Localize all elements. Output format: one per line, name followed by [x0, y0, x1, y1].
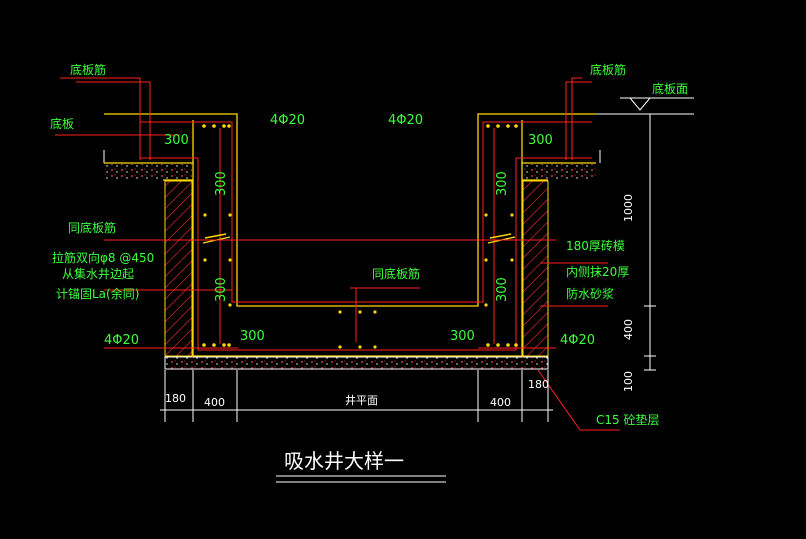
dim-1000: 1000	[622, 194, 635, 222]
dim-300-wall-left-lower: 300	[214, 277, 229, 302]
rebar-lines	[140, 121, 592, 351]
label-tie-bar-3: 计锚固La(余同)	[56, 286, 139, 301]
label-same-rebar-center: 同底板筋	[372, 266, 420, 281]
brick-wall-left	[164, 180, 193, 357]
label-rebar-left-top: 底板筋	[70, 62, 106, 77]
dim-300-wall-right-upper: 300	[495, 171, 510, 196]
label-brick-1: 180厚砖模	[566, 238, 625, 253]
label-bars-top-right: 4Φ20	[388, 113, 423, 128]
dim-180-left: 180	[165, 392, 186, 405]
drawing-title: 吸水井大样一	[284, 449, 404, 473]
label-well-bottom: 井平面	[345, 393, 378, 407]
rebar-dots	[202, 124, 518, 349]
tie-bars	[202, 233, 516, 244]
label-bars-top-left: 4Φ20	[270, 113, 305, 128]
concrete-outline	[104, 113, 596, 357]
elevation-marker	[596, 97, 694, 115]
brick-wall-right	[522, 180, 549, 357]
label-bars-bottom-left: 4Φ20	[104, 333, 139, 348]
label-rebar-right-top: 底板筋	[590, 62, 626, 77]
cushion-layer	[164, 356, 549, 370]
slab-right-fill	[523, 164, 596, 179]
dim-180-right: 180	[528, 378, 549, 391]
slab-left-fill	[105, 164, 192, 179]
dim-300-top-right: 300	[528, 133, 553, 148]
dim-300-top-left: 300	[164, 133, 189, 148]
label-brick-2: 内侧抹20厚	[566, 265, 629, 279]
label-tie-bar-1: 拉筋双向φ8 @450	[52, 250, 154, 265]
leader-lines	[55, 77, 620, 431]
label-tie-bar-2: 从集水井边起	[62, 266, 134, 281]
dim-100: 100	[622, 371, 635, 392]
dim-300-bottom-left: 300	[240, 329, 265, 344]
dimension-lines	[160, 113, 656, 422]
label-slab-left: 底板	[50, 116, 74, 131]
dim-300-bottom-right: 300	[450, 329, 475, 344]
dim-300-wall-left-upper: 300	[214, 171, 229, 196]
dim-400-left: 400	[204, 396, 225, 409]
dim-300-wall-right-lower: 300	[495, 277, 510, 302]
label-brick-3: 防水砂浆	[566, 286, 614, 301]
label-cushion: C15 砼垫层	[596, 412, 659, 427]
title-underline	[276, 475, 446, 483]
dim-400-bottom-right: 400	[490, 396, 511, 409]
label-same-rebar-left: 同底板筋	[68, 220, 116, 235]
label-slab-face: 底板面	[652, 81, 688, 96]
label-bars-bottom-right: 4Φ20	[560, 333, 595, 348]
dim-400-right: 400	[622, 319, 635, 340]
